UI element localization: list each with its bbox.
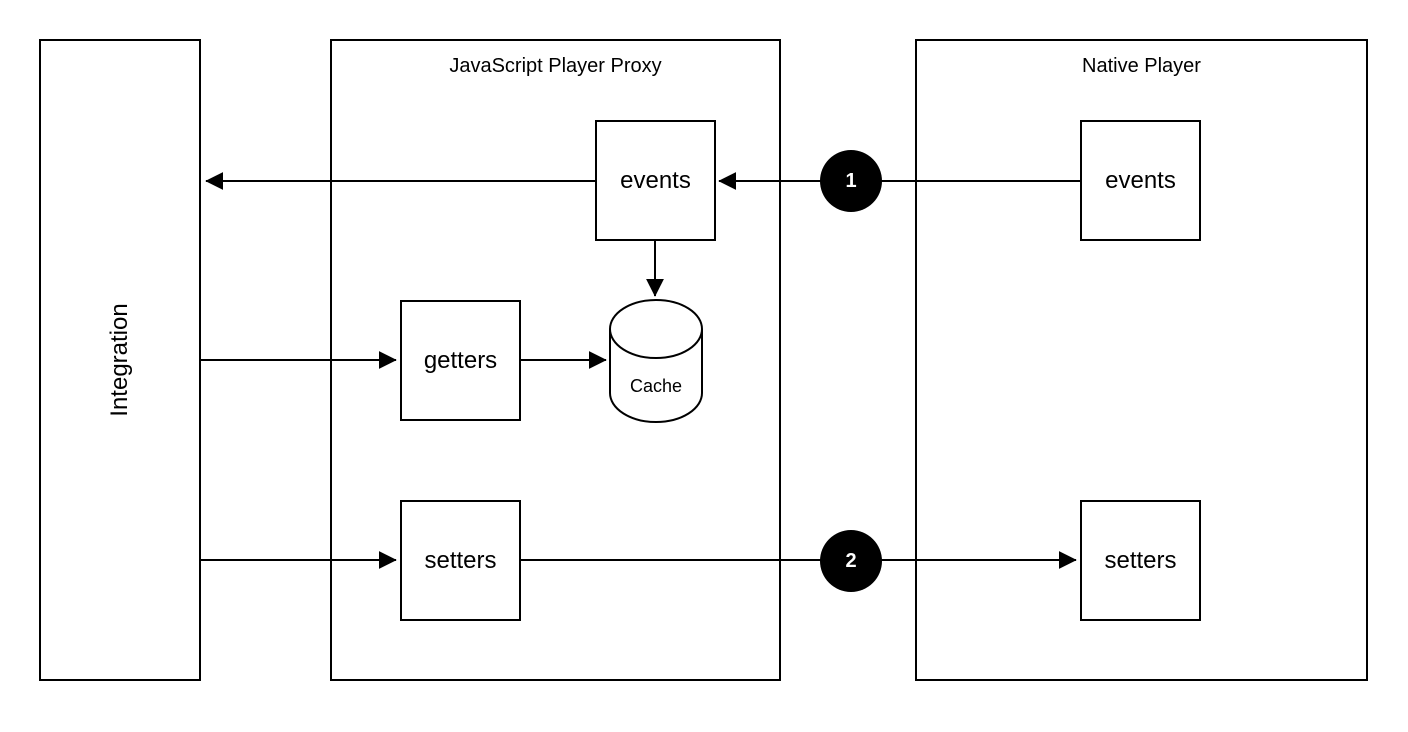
native-events-label: events — [1105, 166, 1176, 194]
integration-container: Integration — [39, 39, 201, 681]
step-badge-1-number: 1 — [845, 169, 857, 192]
step-badge-2: 2 — [820, 530, 882, 592]
native-setters-node: setters — [1080, 500, 1201, 621]
proxy-title: JavaScript Player Proxy — [449, 55, 662, 77]
proxy-setters-node: setters — [400, 500, 521, 621]
step-badge-1: 1 — [820, 150, 882, 212]
proxy-getters-node: getters — [400, 300, 521, 421]
step-badge-2-number: 2 — [845, 549, 857, 572]
proxy-getters-label: getters — [423, 346, 498, 374]
native-player-title: Native Player — [1082, 55, 1201, 77]
cache-cylinder-shape — [609, 299, 703, 423]
proxy-events-node: events — [595, 120, 716, 241]
native-setters-label: setters — [1104, 546, 1177, 574]
proxy-setters-label: setters — [424, 546, 497, 574]
native-player-container: Native Player — [915, 39, 1368, 681]
native-events-node: events — [1080, 120, 1201, 241]
proxy-events-label: events — [620, 166, 691, 194]
cache-label: Cache — [629, 376, 683, 396]
